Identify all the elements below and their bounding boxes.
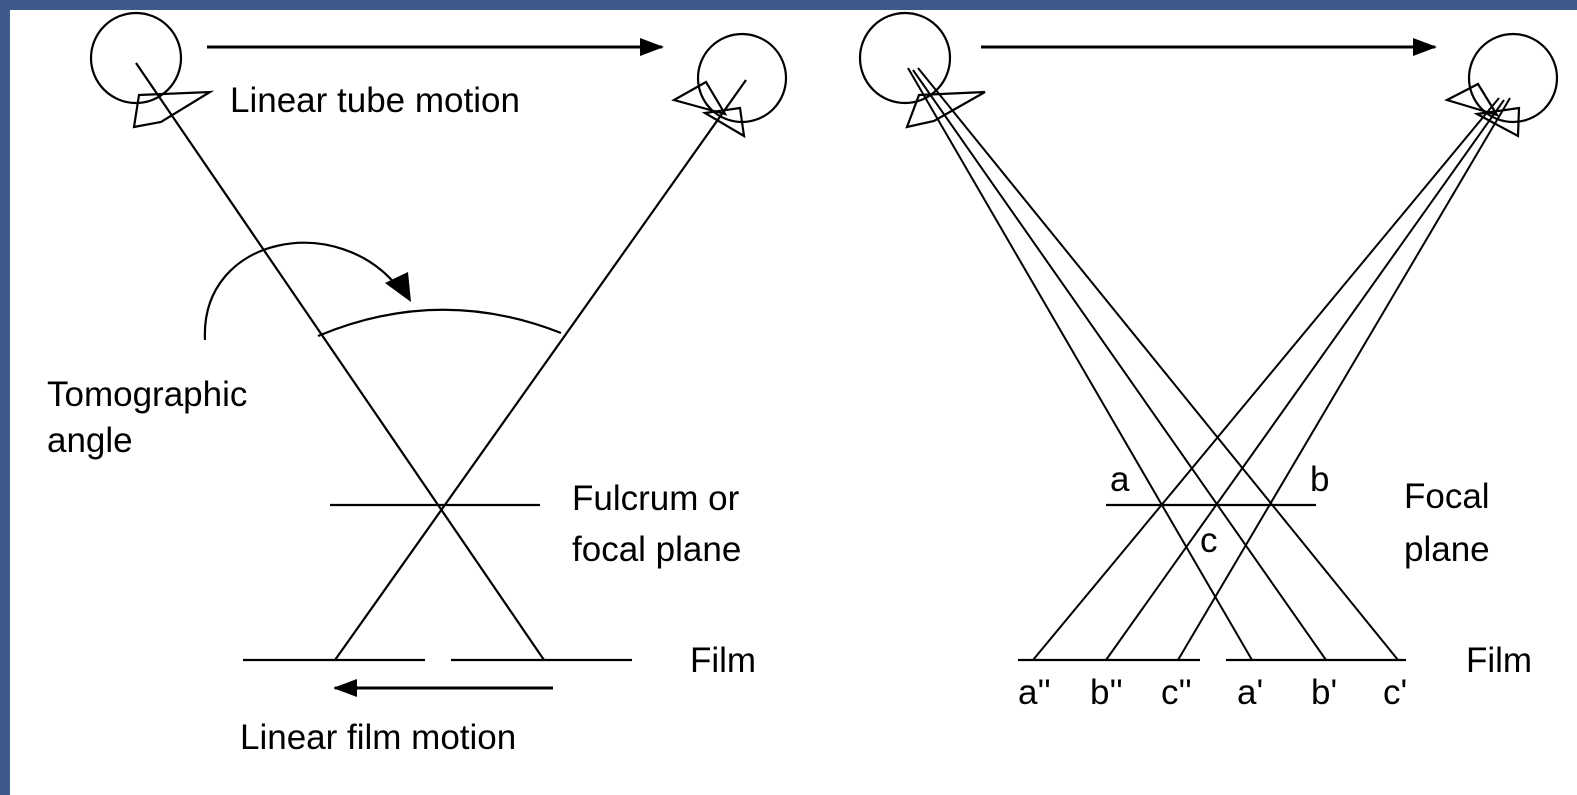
film-mark: b'' xyxy=(1090,673,1123,712)
focal-plane-label-line1: Focal xyxy=(1404,477,1490,516)
xray-tube-end-icon xyxy=(671,32,788,139)
beam-line-a-double xyxy=(1032,97,1500,661)
beam-line-2 xyxy=(334,79,747,661)
fulcrum-label-line1: Fulcrum or xyxy=(572,479,740,518)
slide-frame-left xyxy=(0,0,10,795)
beam-line-c-double xyxy=(1177,97,1511,661)
arrow-head-icon xyxy=(385,272,411,302)
xray-tube-start-icon xyxy=(858,11,986,129)
film-mark: c' xyxy=(1383,673,1407,712)
film-label-right: Film xyxy=(1466,641,1532,680)
point-c-label: c xyxy=(1200,521,1218,560)
left-panel: Linear tube motion Tomographic angle Ful… xyxy=(47,11,788,757)
tomographic-angle-label-line2: angle xyxy=(47,421,133,460)
right-panel: a b c Focal plane Film a'' b'' c'' a' b'… xyxy=(858,11,1559,712)
beam-line-b-double xyxy=(1105,99,1505,661)
film-mark: a'' xyxy=(1018,673,1051,712)
focal-plane-label-line2: plane xyxy=(1404,530,1490,569)
film-mark: c'' xyxy=(1161,673,1192,712)
fulcrum-label-line2: focal plane xyxy=(572,530,741,569)
point-b-label: b xyxy=(1310,460,1329,499)
beam-line-a xyxy=(907,67,1253,661)
tomographic-angle-pointer xyxy=(203,241,401,341)
beam-line-1 xyxy=(135,62,545,661)
slide-frame-top xyxy=(0,0,1577,10)
tomographic-angle-arc xyxy=(317,308,562,338)
film-mark: a' xyxy=(1237,673,1263,712)
film-motion-label: Linear film motion xyxy=(240,718,516,757)
tomographic-angle-label-line1: Tomographic xyxy=(47,375,247,414)
xray-tube-end-icon xyxy=(1444,32,1559,138)
diagram-svg: Linear tube motion Tomographic angle Ful… xyxy=(47,11,1559,757)
film-label-left: Film xyxy=(690,641,756,680)
point-a-label: a xyxy=(1110,460,1130,499)
tube-motion-label: Linear tube motion xyxy=(230,81,520,120)
film-mark: b' xyxy=(1311,673,1337,712)
diagram-canvas: Linear tube motion Tomographic angle Ful… xyxy=(10,10,1577,795)
beam-line-b xyxy=(912,69,1327,661)
xray-tube-start-icon xyxy=(89,11,215,129)
beam-line-c xyxy=(917,67,1399,661)
